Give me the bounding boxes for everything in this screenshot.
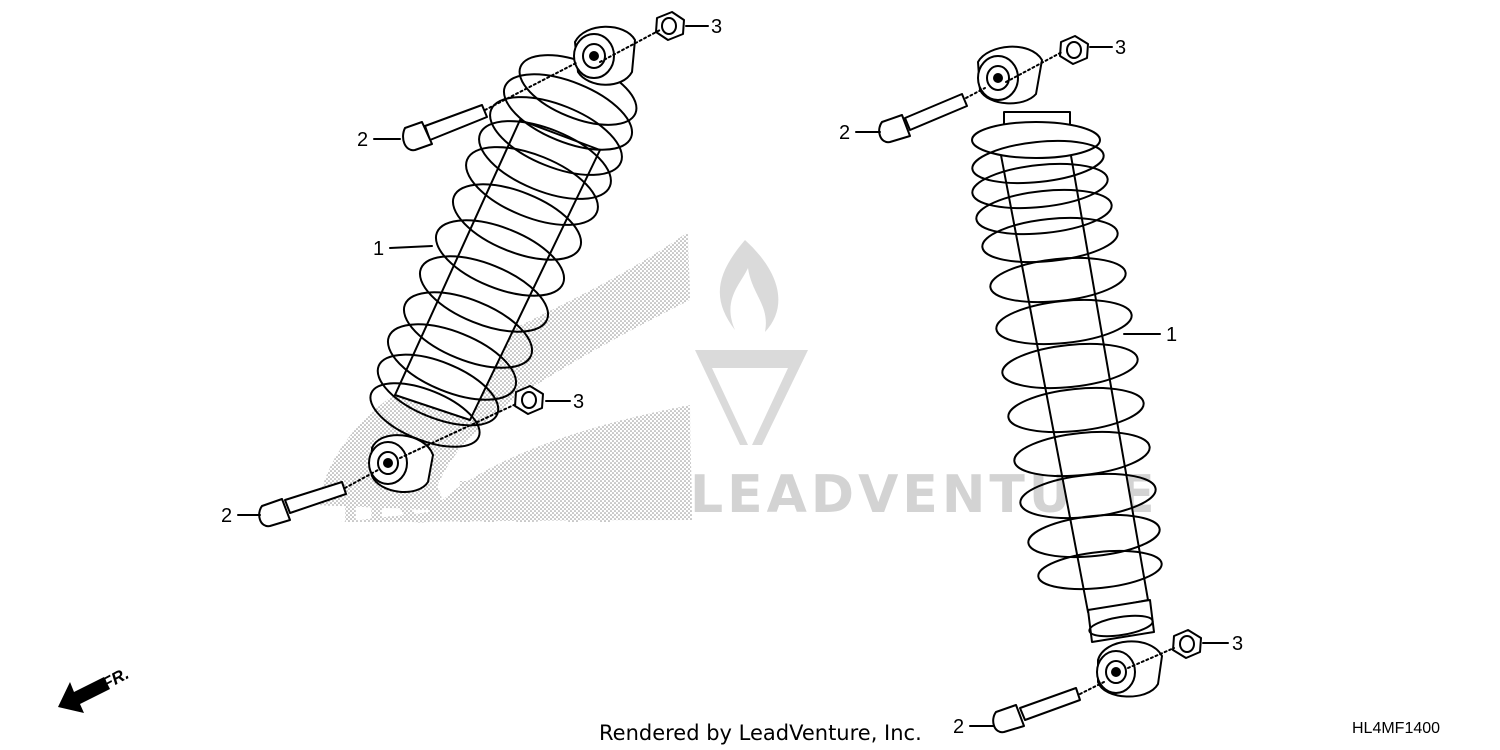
front-direction-indicator: FR.: [58, 664, 132, 713]
callout-left-nut-top: 3: [711, 16, 722, 38]
right-bottom-mount-eye: [1096, 640, 1163, 698]
left-bottom-nut: [514, 385, 544, 415]
right-bottom-nut: [1172, 629, 1202, 659]
right-shock-lower-body: [1087, 599, 1155, 643]
callout-right-nut-bottom: 3: [1232, 633, 1243, 655]
callout-right-bolt-top: 2: [839, 122, 850, 144]
left-top-bolt: [402, 104, 488, 152]
right-bottom-bolt: [992, 687, 1081, 734]
left-top-mount-eye: [573, 25, 636, 86]
callout-left-bolt-top: 2: [357, 129, 368, 151]
right-top-nut: [1059, 35, 1089, 65]
callout-left-nut-bottom: 3: [573, 391, 584, 413]
right-shock-spring: [971, 121, 1163, 591]
right-shock-absorber: [855, 35, 1229, 734]
flame-v-logo-icon: [695, 240, 808, 445]
left-bottom-bolt: [258, 481, 347, 528]
right-top-mount-eye: [977, 45, 1043, 105]
left-bottom-mount-eye: [368, 434, 434, 494]
callout-right-bolt-bottom: 2: [953, 716, 964, 738]
callout-left-bolt-bottom: 2: [221, 505, 232, 527]
diagram-code: HL4MF1400: [1352, 720, 1440, 737]
footer-credit: Rendered by LeadVenture, Inc.: [599, 721, 922, 745]
callout-right-nut-top: 3: [1115, 37, 1126, 59]
callout-right-spring: 1: [1166, 324, 1177, 346]
left-top-nut: [655, 11, 685, 41]
right-top-bolt: [878, 93, 968, 144]
left-shock-absorber: [237, 11, 709, 528]
callout-left-spring: 1: [373, 238, 384, 260]
front-arrow-icon: [58, 677, 110, 713]
